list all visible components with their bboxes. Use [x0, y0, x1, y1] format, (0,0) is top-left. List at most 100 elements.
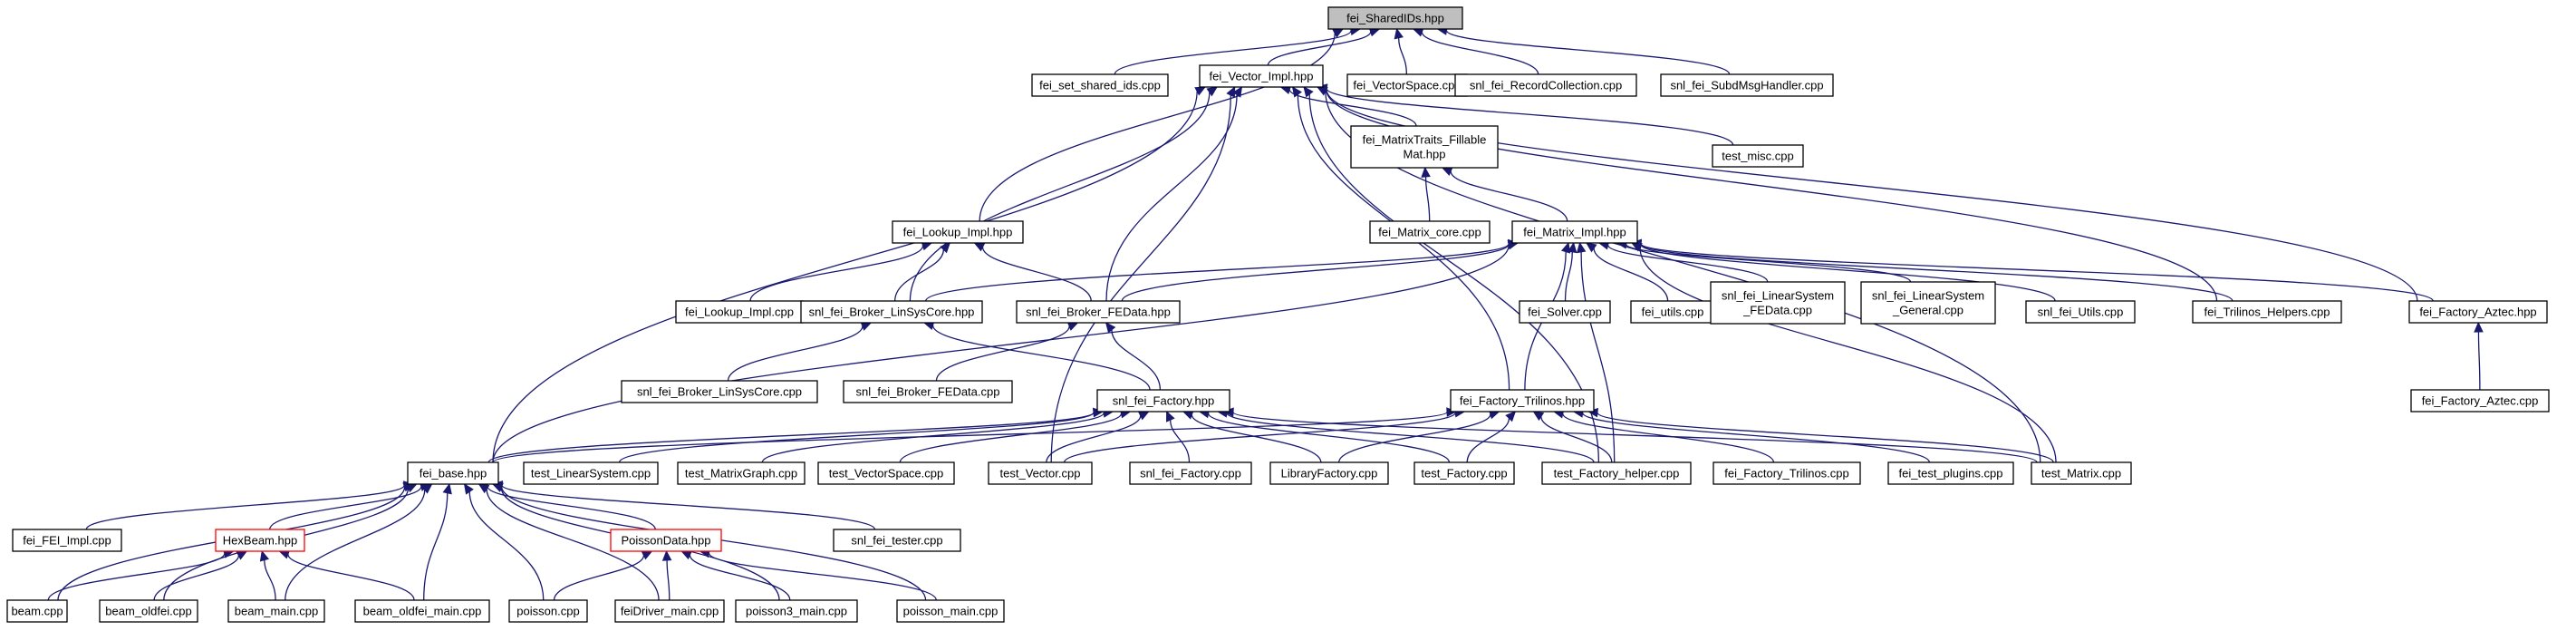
- node-label: snl_fei_tester.cpp: [851, 534, 942, 548]
- node-poisson[interactable]: poisson.cpp: [508, 599, 588, 623]
- node-factory-tril[interactable]: fei_Factory_Trilinos.hpp: [1450, 389, 1595, 413]
- node-test-fh[interactable]: test_Factory_helper.cpp: [1541, 461, 1692, 485]
- node-box: [1511, 220, 1638, 244]
- arrowhead-factory_aztec_cpp-to-factory_aztec: [2474, 321, 2484, 333]
- arrowhead-broker_fed-to-vector_impl: [1232, 85, 1243, 98]
- node-test-misc[interactable]: test_misc.cpp: [1712, 144, 1804, 168]
- node-test-factory[interactable]: test_Factory.cpp: [1413, 461, 1515, 485]
- node-test-vs[interactable]: test_VectorSpace.cpp: [817, 461, 955, 485]
- node-broker-fed-cpp[interactable]: snl_fei_Broker_FEData.cpp: [843, 380, 1013, 403]
- edge-test_fh-to-factory_tril: [1540, 416, 1613, 463]
- edge-feidriver-to-poissondata: [666, 559, 671, 601]
- node-snl-tester[interactable]: snl_fei_tester.cpp: [833, 529, 961, 552]
- arrowhead-vectorspace-to-sharedids: [1394, 27, 1404, 40]
- node-label: Mat.hpp: [1404, 148, 1446, 161]
- node-test-mg[interactable]: test_MatrixGraph.cpp: [677, 461, 806, 485]
- node-label: test_Factory.cpp: [1421, 467, 1507, 481]
- node-broker-lsc[interactable]: snl_fei_Broker_LinSysCore.hpp: [800, 300, 983, 324]
- node-vectorspace[interactable]: fei_VectorSpace.cpp: [1346, 73, 1468, 97]
- node-fei-impl[interactable]: fei_FEI_Impl.cpp: [12, 529, 122, 552]
- node-broker-lsc-cpp[interactable]: snl_fei_Broker_LinSysCore.cpp: [621, 380, 818, 403]
- node-ls-general[interactable]: snl_fei_LinearSystem_General.cpp: [1860, 281, 1996, 325]
- node-label: snl_fei_Broker_FEData.hpp: [1026, 306, 1171, 319]
- node-fei-base[interactable]: fei_base.hpp: [407, 461, 499, 485]
- edge-snl_tester-to-fei_base: [501, 484, 876, 530]
- node-box: [833, 529, 961, 552]
- node-label: PoissonData.hpp: [621, 534, 710, 548]
- node-beam-oldfei[interactable]: beam_oldfei.cpp: [99, 599, 198, 623]
- edge-broker_fed_cpp-to-broker_fed: [935, 325, 1070, 382]
- node-snl-factory-cpp[interactable]: snl_fei_Factory.cpp: [1129, 461, 1252, 485]
- edge-beam-to-hexbeam: [47, 553, 226, 601]
- arrowhead-test_fh-to-vector_impl: [1303, 86, 1314, 98]
- edge-set_shared-to-sharedids: [1114, 30, 1352, 75]
- node-recordcoll[interactable]: snl_fei_RecordCollection.cpp: [1454, 73, 1637, 97]
- node-poisson-main[interactable]: poisson_main.cpp: [896, 599, 1005, 623]
- node-lookup-impl-hpp[interactable]: fei_Lookup_Impl.hpp: [892, 220, 1024, 244]
- node-factory-aztec[interactable]: fei_Factory_Aztec.hpp: [2408, 300, 2548, 324]
- node-test-vec[interactable]: test_Vector.cpp: [988, 461, 1093, 485]
- node-solver[interactable]: fei_Solver.cpp: [1519, 300, 1611, 324]
- node-box: [1710, 281, 1846, 325]
- edge-vector_impl-to-sharedids: [1267, 31, 1372, 66]
- node-label: feiDriver_main.cpp: [621, 605, 719, 618]
- edge-beam_oldfei-to-hexbeam: [153, 555, 240, 601]
- node-beam-main[interactable]: beam_main.cpp: [227, 599, 325, 623]
- node-matrix-impl[interactable]: fei_Matrix_Impl.hpp: [1511, 220, 1638, 244]
- node-box: [1369, 220, 1491, 244]
- node-factory-aztec-cpp[interactable]: fei_Factory_Aztec.cpp: [2410, 389, 2550, 413]
- arrowhead-factory_tril-to-matrix_impl: [1560, 241, 1571, 254]
- node-snl-factory[interactable]: snl_fei_Factory.hpp: [1096, 389, 1230, 413]
- node-broker-fed[interactable]: snl_fei_Broker_FEData.hpp: [1016, 300, 1181, 324]
- node-box: [677, 461, 806, 485]
- node-test-plugins[interactable]: fei_test_plugins.cpp: [1887, 461, 2014, 485]
- edge-test_matrix-to-factory_tril: [1597, 412, 2054, 463]
- node-vector-impl[interactable]: fei_Vector_Impl.hpp: [1199, 64, 1324, 88]
- node-test-matrix[interactable]: test_Matrix.cpp: [2031, 461, 2132, 485]
- node-lookup-impl-cpp[interactable]: fei_Lookup_Impl.cpp: [675, 300, 804, 324]
- edge-fei_impl-to-fei_base: [85, 484, 405, 530]
- arrowhead-poisson-to-fei_base: [463, 482, 474, 495]
- node-hexbeam[interactable]: HexBeam.hpp: [215, 529, 305, 552]
- edge-broker_lsc-to-vector_impl: [909, 92, 1211, 302]
- node-box: [614, 599, 725, 623]
- node-label: fei_MatrixTraits_Fillable: [1363, 133, 1487, 147]
- edge-recordcoll-to-sharedids: [1421, 32, 1539, 75]
- node-box: [896, 599, 1005, 623]
- node-box: [1129, 461, 1252, 485]
- node-subdmsg[interactable]: snl_fei_SubdMsgHandler.cpp: [1660, 73, 1834, 97]
- node-label: snl_fei_Factory.cpp: [1140, 467, 1241, 481]
- edge-fei_base-to-matrix_impl: [492, 245, 1510, 463]
- node-libfactory[interactable]: LibraryFactory.cpp: [1269, 461, 1389, 485]
- arrowhead-test_fh-to-factory_tril: [1532, 411, 1545, 422]
- edge-lookup_impl_cpp-to-lookup_impl_hpp: [749, 245, 924, 302]
- node-set-shared[interactable]: fei_set_shared_ids.cpp: [1031, 73, 1169, 97]
- edge-fei_base-to-snl_factory: [487, 412, 1095, 463]
- node-box: [1327, 6, 1463, 30]
- node-poissondata[interactable]: PoissonData.hpp: [610, 529, 722, 552]
- node-box: [1630, 300, 1715, 324]
- edge-test_fh-to-snl_factory: [1226, 412, 1595, 463]
- node-label: test_MatrixGraph.cpp: [685, 467, 797, 481]
- node-ls-fedata[interactable]: snl_fei_LinearSystem_FEData.cpp: [1710, 281, 1846, 325]
- node-box: [1541, 461, 1692, 485]
- node-utils[interactable]: fei_utils.cpp: [1630, 300, 1715, 324]
- node-sharedids[interactable]: fei_SharedIDs.hpp: [1327, 6, 1463, 30]
- node-tril-helpers[interactable]: fei_Trilinos_Helpers.cpp: [2192, 300, 2342, 324]
- node-snl-utils[interactable]: snl_fei_Utils.cpp: [2025, 300, 2136, 324]
- node-matrix-core[interactable]: fei_Matrix_core.cpp: [1369, 220, 1491, 244]
- node-box: [735, 599, 858, 623]
- edge-snl_factory-to-broker_lsc: [931, 325, 1151, 391]
- edge-broker_fed-to-lookup_impl_hpp: [981, 247, 1092, 302]
- edges-layer: [47, 25, 2484, 601]
- node-factory-tril-cpp[interactable]: fei_Factory_Trilinos.cpp: [1713, 461, 1861, 485]
- edge-beam_main-to-hexbeam: [264, 559, 276, 601]
- node-beam[interactable]: beam.cpp: [6, 599, 68, 623]
- node-beam-oldfei-main[interactable]: beam_oldfei_main.cpp: [354, 599, 490, 623]
- edge-factory_aztec-to-vector_impl: [1326, 88, 2418, 302]
- node-label: poisson3_main.cpp: [746, 605, 847, 618]
- node-test-ls[interactable]: test_LinearSystem.cpp: [523, 461, 659, 485]
- node-feidriver[interactable]: feiDriver_main.cpp: [614, 599, 725, 623]
- node-poisson3[interactable]: poisson3_main.cpp: [735, 599, 858, 623]
